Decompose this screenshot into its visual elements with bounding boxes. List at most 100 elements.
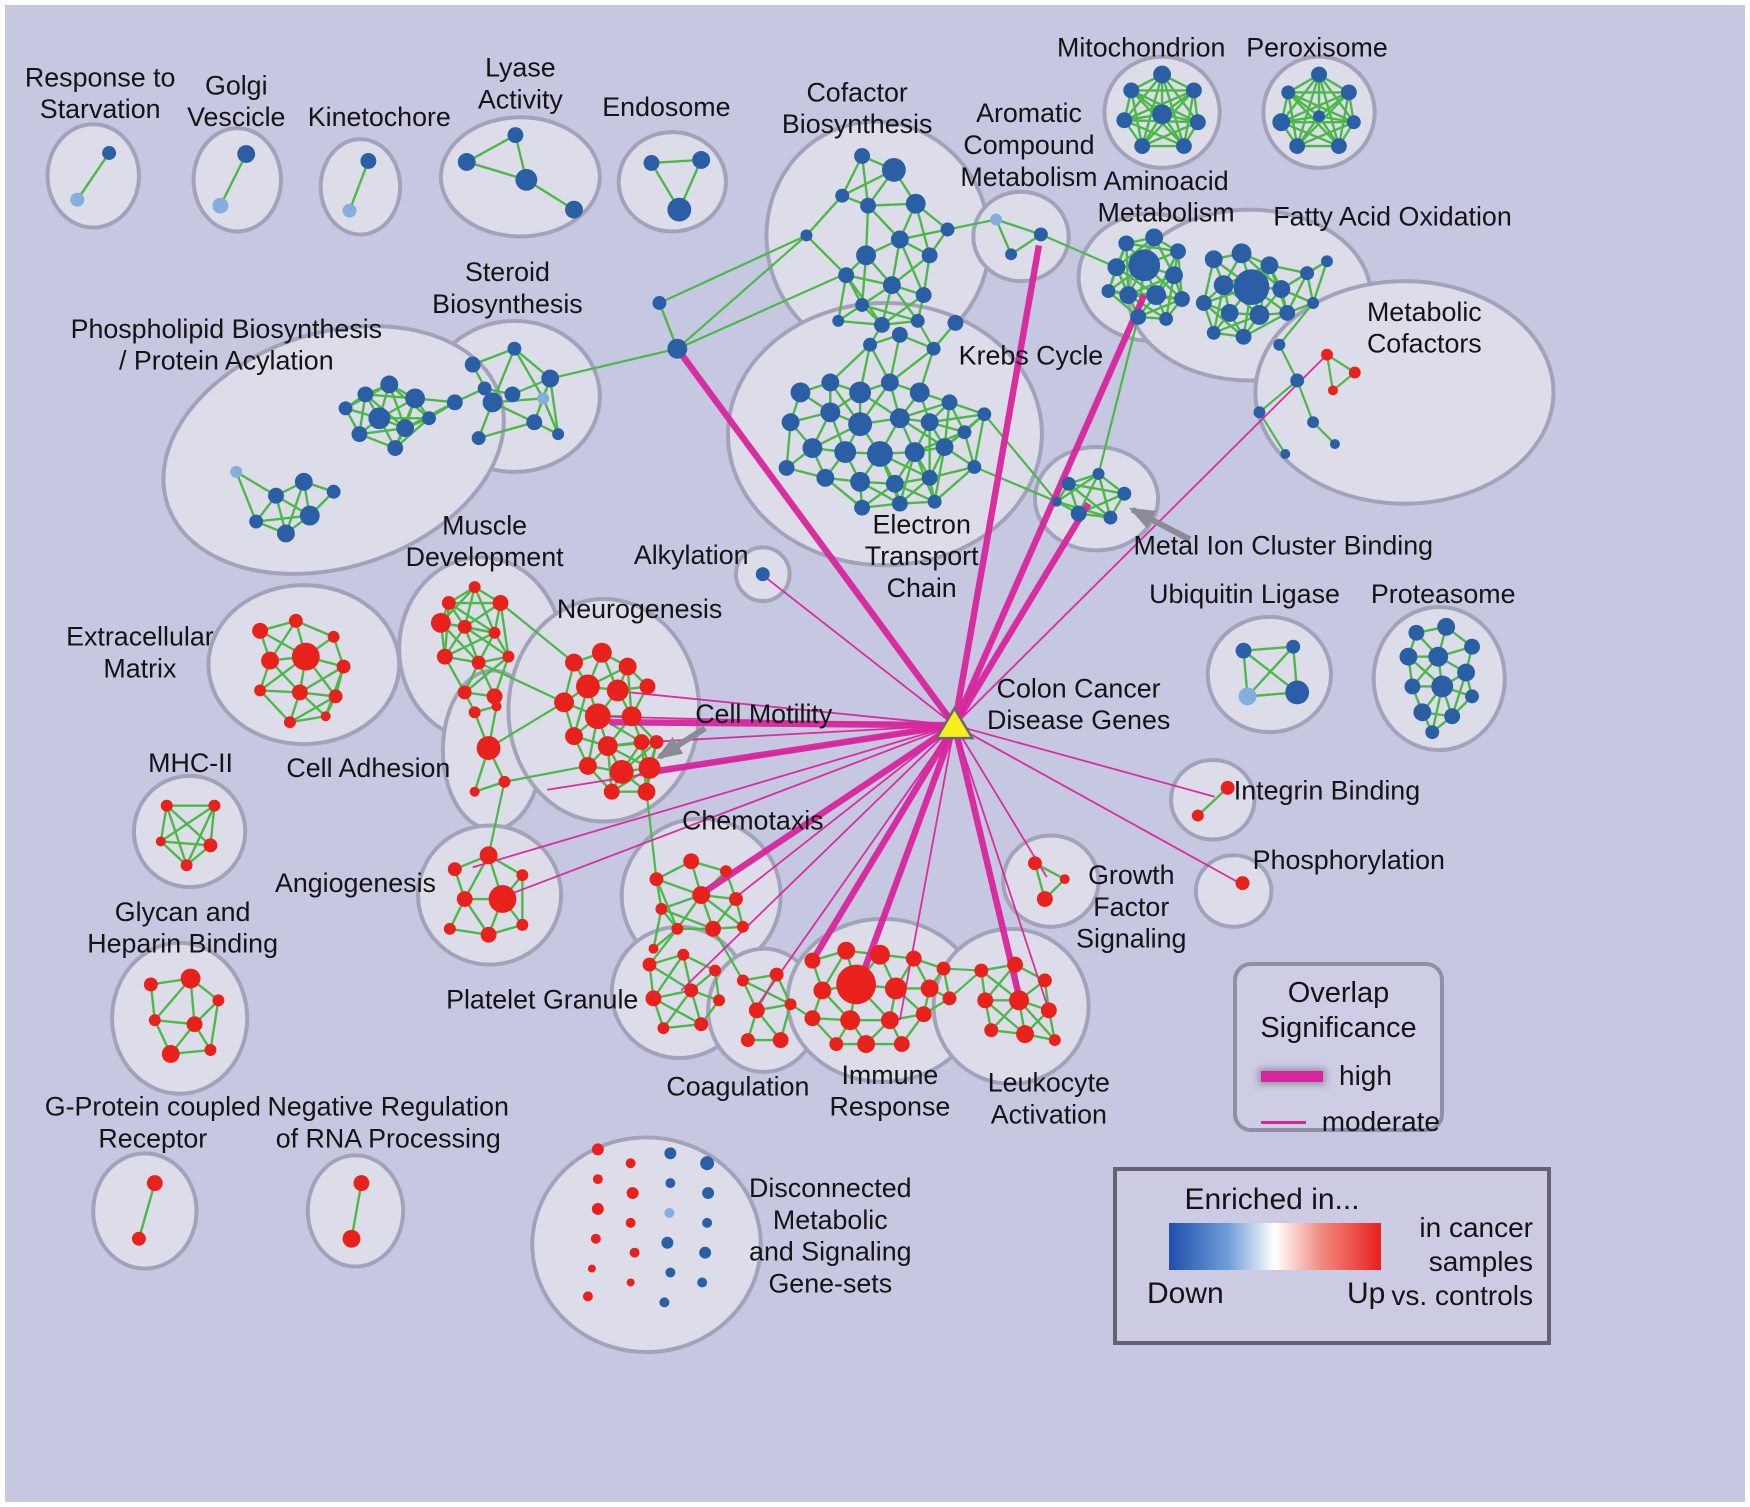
gene-set-node <box>769 967 784 982</box>
gene-overlap-edge <box>995 218 1042 236</box>
inter-cluster-edge <box>504 764 589 783</box>
inter-cluster-edge <box>948 969 983 1000</box>
gene-set-node <box>855 298 870 312</box>
gene-overlap-edge <box>652 908 663 949</box>
gene-overlap-edge <box>160 804 216 843</box>
enrichment-gradient-bar <box>1169 1223 1381 1270</box>
layer-hub <box>472 244 1328 1021</box>
gene-set-node <box>1146 285 1167 305</box>
gene-overlap-edge <box>1141 121 1199 148</box>
gene-overlap-edge <box>1246 645 1295 698</box>
gene-set-node <box>592 1174 603 1185</box>
gene-overlap-edge <box>348 160 370 212</box>
label-cell-motility: Cell Motility <box>695 699 833 729</box>
gene-set-node <box>1253 406 1266 419</box>
gene-set-node <box>657 1022 670 1035</box>
gene-set-node <box>1413 703 1432 722</box>
gene-set-node <box>1285 680 1310 705</box>
gene-set-node <box>1165 266 1183 285</box>
gene-set-node <box>342 203 357 218</box>
gene-set-node <box>684 983 699 998</box>
gene-set-node <box>649 872 664 887</box>
disease-overlap-edge-high <box>951 244 1043 726</box>
gene-set-node <box>446 394 463 411</box>
gene-set-node <box>584 703 611 730</box>
gene-set-node <box>652 296 667 310</box>
gene-set-node <box>516 869 529 882</box>
gene-set-node <box>884 977 907 1000</box>
label-platelet-granule: Platelet Granule <box>446 984 638 1014</box>
gene-set-node <box>942 991 957 1006</box>
disease-overlap-edge-moderate <box>898 725 956 1021</box>
gene-set-node <box>1152 104 1173 125</box>
gene-set-node <box>1051 496 1062 507</box>
gene-set-node <box>700 1156 715 1171</box>
gene-set-node <box>941 394 958 411</box>
gene-set-node <box>148 1014 161 1027</box>
gene-set-node <box>880 1011 899 1030</box>
gene-set-node <box>694 1017 709 1032</box>
gene-set-node <box>849 381 872 404</box>
gene-overlap-edge <box>76 152 111 201</box>
gene-set-node <box>357 386 374 403</box>
gene-overlap-edge <box>660 907 714 930</box>
gene-set-node <box>1311 66 1327 83</box>
cluster-area-g-protein-coupled-receptor <box>91 1151 199 1271</box>
gene-set-node <box>713 994 726 1007</box>
gene-set-node <box>471 431 486 446</box>
cluster-area-kinetochore <box>318 137 403 237</box>
gene-set-node <box>857 1035 875 1053</box>
legend-moderate-row: moderate <box>1261 1106 1440 1138</box>
gene-set-node <box>1033 227 1048 242</box>
inter-cluster-edge <box>1296 380 1315 423</box>
legend-high-row: high <box>1261 1060 1440 1092</box>
gene-overlap-edge <box>159 805 168 842</box>
gene-set-node <box>813 981 832 1000</box>
gene-set-node <box>299 505 320 526</box>
gene-overlap-edge <box>1287 91 1340 147</box>
cluster-area-integrin-binding <box>1169 757 1257 842</box>
gene-set-node <box>471 655 486 670</box>
gene-set-node <box>629 1247 640 1258</box>
label-ubiquitin-ligase: Ubiquitin Ligase <box>1149 579 1340 609</box>
gene-overlap-edge <box>1056 472 1100 503</box>
gene-set-node <box>854 499 871 516</box>
gene-set-node <box>885 474 904 493</box>
gene-set-node <box>1340 84 1357 101</box>
gene-set-node <box>1231 243 1252 264</box>
gene-set-node <box>882 276 901 295</box>
gene-set-node <box>249 514 264 529</box>
gene-set-node <box>1330 138 1347 155</box>
label-mitochondrion: Mitochondrion <box>1057 33 1225 63</box>
cluster-area-mhc-ii <box>131 773 248 890</box>
gene-set-node <box>1290 373 1305 388</box>
gene-set-node <box>554 692 575 713</box>
gene-set-node <box>1070 505 1087 522</box>
cluster-area-aromatic-compound-metabolism <box>971 189 1071 284</box>
gene-set-node <box>479 846 498 865</box>
gene-set-node <box>486 688 503 705</box>
gene-set-node <box>1281 85 1296 100</box>
gene-set-node <box>1329 439 1340 450</box>
gene-set-node <box>1145 228 1164 247</box>
gene-overlap-edge <box>662 989 693 1029</box>
legend-enriched-in: Enriched in... Down Up in cancer samples… <box>1113 1167 1551 1345</box>
gene-set-node <box>625 1217 636 1228</box>
inter-cluster-edge <box>1258 411 1287 455</box>
gene-set-node <box>507 127 524 144</box>
inter-cluster-edge <box>488 701 565 749</box>
gene-set-node <box>1346 115 1361 130</box>
gene-set-node <box>565 727 583 746</box>
gene-set-node <box>893 1036 910 1053</box>
gene-set-node <box>1235 876 1250 891</box>
gene-set-node <box>935 438 954 456</box>
gene-set-node <box>667 197 692 222</box>
gene-set-node <box>659 1297 670 1308</box>
gene-set-node <box>353 1175 370 1192</box>
gene-overlap-edge <box>860 155 870 206</box>
inter-cluster-edge <box>499 602 575 664</box>
